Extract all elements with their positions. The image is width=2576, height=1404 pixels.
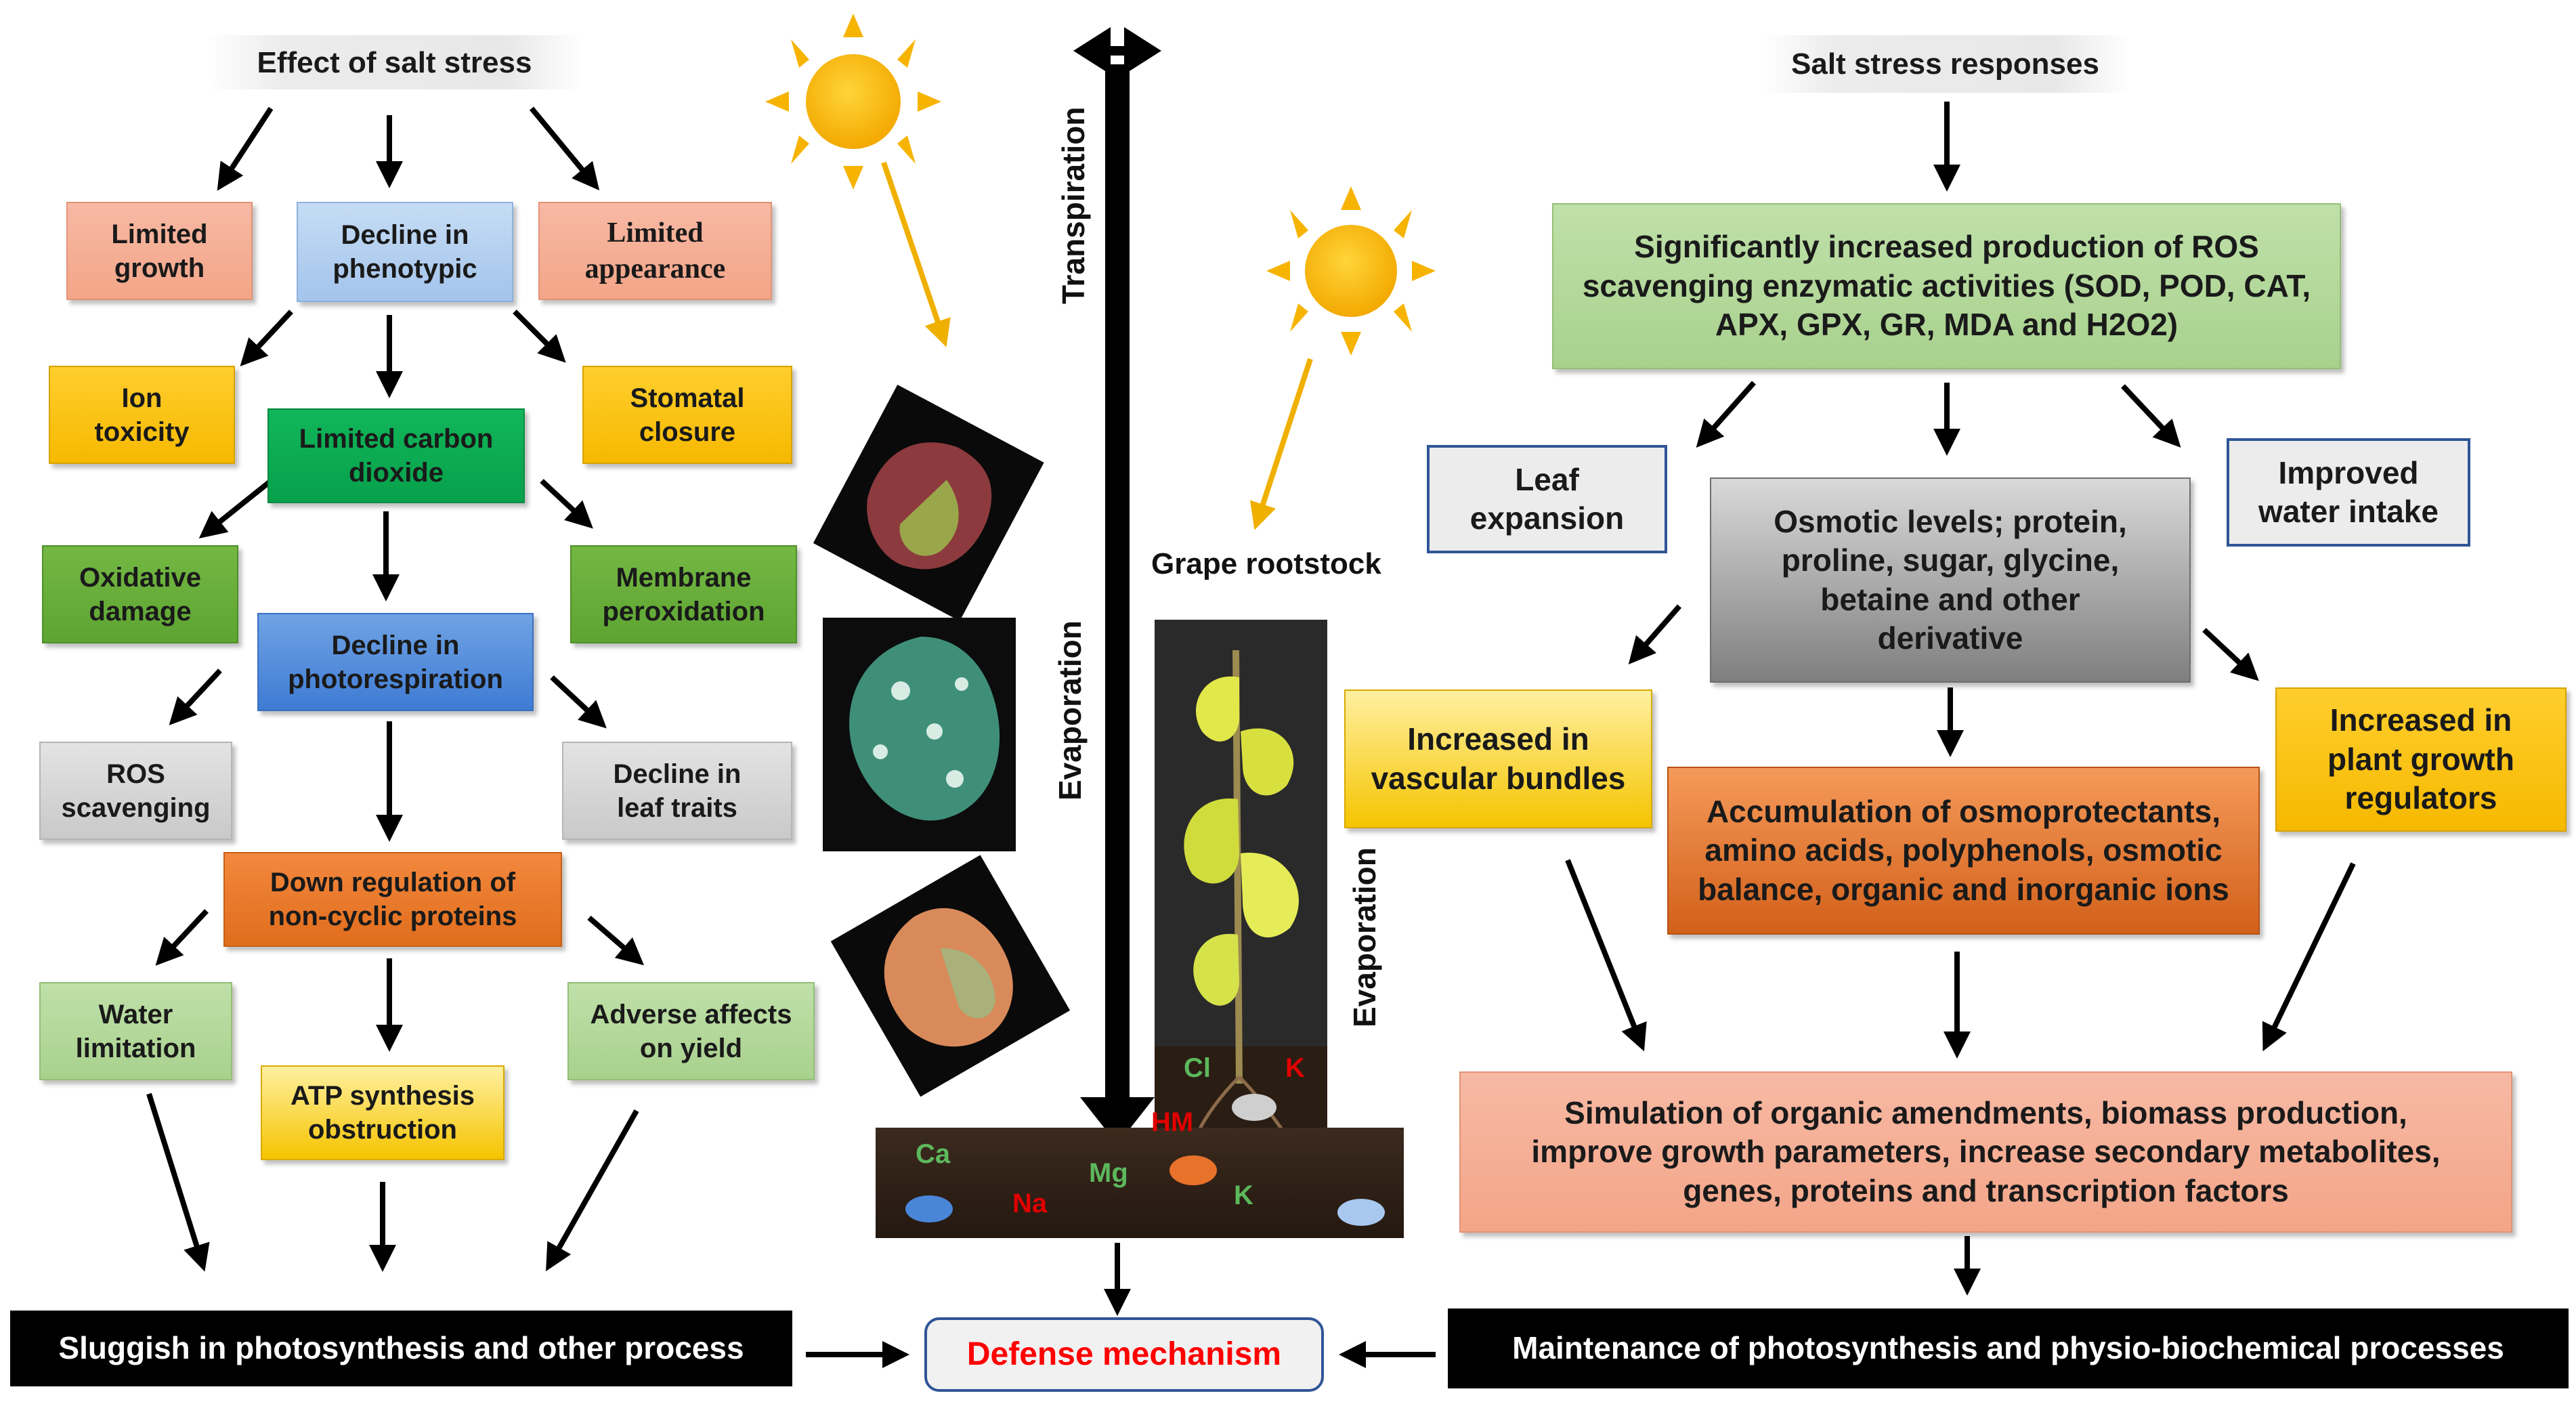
- vascular-bundles-box: Increased in vascular bundles: [1344, 689, 1652, 828]
- ion-toxicity-box: Ion toxicity: [49, 366, 235, 464]
- membrane-peroxidation-box: Membrane peroxidation: [570, 545, 797, 643]
- leaf-photo-spotted: [823, 618, 1016, 851]
- limited-co2-box: Limited carbon dioxide: [267, 408, 525, 503]
- ion-k-root: K: [1285, 1053, 1305, 1083]
- water-limitation-box: Water limitation: [39, 982, 232, 1080]
- leaf-photo-red: [813, 384, 1044, 621]
- transpiration-arrow: [1073, 27, 1161, 1145]
- atp-obstruction-box: ATP synthesis obstruction: [261, 1065, 505, 1160]
- sun-icon: [1266, 186, 1436, 356]
- ros-production-box: Significantly increased production of RO…: [1552, 203, 2341, 369]
- right-arrows: [1339, 102, 2356, 1368]
- osmoprotectants-box: Accumulation of osmoprotectants, amino a…: [1667, 767, 2260, 935]
- stomatal-closure-box: Stomatal closure: [582, 366, 792, 464]
- ion-k-soil: K: [1234, 1180, 1253, 1210]
- right-bottom-bar: Maintenance of photosynthesis and physio…: [1448, 1309, 2569, 1388]
- osmotic-levels-box: Osmotic levels; protein, proline, sugar,…: [1710, 477, 2191, 683]
- limited-appearance-box: Limited appearance: [538, 202, 772, 300]
- evaporation-label-left: Evaporation: [1052, 620, 1088, 801]
- adverse-yield-box: Adverse affects on yield: [567, 982, 815, 1080]
- transpiration-label: Transpiration: [1056, 106, 1091, 304]
- ros-scavenging-box: ROS scavenging: [39, 742, 232, 840]
- sun-icon: [765, 14, 941, 190]
- soil-strip: [876, 1094, 1404, 1238]
- ion-cl: Cl: [1184, 1053, 1211, 1083]
- improved-water-intake-box: Improved water intake: [2227, 438, 2470, 547]
- decline-leaf-traits-box: Decline in leaf traits: [562, 742, 792, 840]
- decline-photorespiration-box: Decline in photorespiration: [257, 613, 534, 711]
- growth-regulators-box: Increased in plant growth regulators: [2275, 687, 2567, 832]
- sun-ray-arrow: [881, 161, 951, 347]
- simulation-box: Simulation of organic amendments, biomas…: [1459, 1071, 2512, 1233]
- ion-hm: HM: [1151, 1107, 1194, 1137]
- limited-growth-box: Limited growth: [66, 202, 253, 300]
- evaporation-label-right: Evaporation: [1347, 847, 1382, 1027]
- down-regulation-box: Down regulation of non-cyclic proteins: [223, 852, 562, 947]
- leaf-expansion-box: Leaf expansion: [1427, 445, 1667, 553]
- grape-rootstock-label: Grape rootstock: [1151, 547, 1381, 580]
- leaf-photo-brown: [830, 855, 1071, 1097]
- decline-phenotypic-box: Decline in phenotypic: [297, 202, 513, 302]
- ion-mg: Mg: [1089, 1158, 1128, 1188]
- defense-mechanism-box: Defense mechanism: [924, 1317, 1324, 1392]
- left-section-title: Effect of salt stress: [207, 35, 582, 89]
- grape-rootstock-photo: [1155, 620, 1327, 1134]
- right-section-title: Salt stress responses: [1761, 35, 2130, 93]
- ion-ca: Ca: [916, 1139, 951, 1169]
- ion-na: Na: [1012, 1189, 1048, 1218]
- left-arrows: [146, 106, 909, 1368]
- left-bottom-bar: Sluggish in photosynthesis and other pro…: [10, 1311, 792, 1386]
- sun-ray-arrow: [1249, 358, 1313, 530]
- oxidative-damage-box: Oxidative damage: [42, 545, 238, 643]
